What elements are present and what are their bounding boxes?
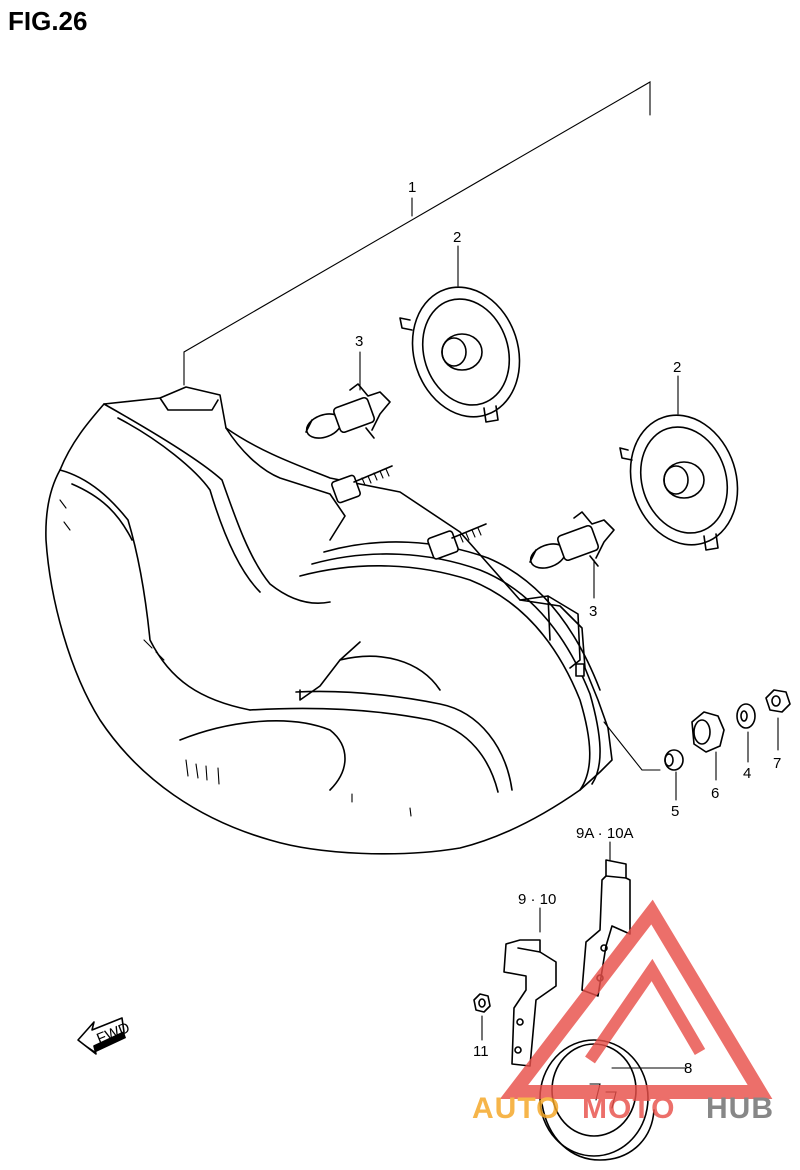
callout-2-upper: 2 (453, 229, 461, 246)
nut-part-11 (473, 993, 491, 1041)
watermark-word-moto: MOTO (582, 1092, 675, 1125)
callout-8: 8 (684, 1060, 692, 1077)
headlight-assembly (45, 386, 661, 855)
washer-part-4 (736, 703, 756, 763)
watermark-logo: AUTO MOTO HUB (472, 899, 774, 1125)
callout-bracket-1 (183, 81, 651, 386)
bulb-lower (529, 511, 615, 599)
bracket-part-9a-10a (581, 841, 631, 997)
callout-3-upper: 3 (355, 333, 363, 350)
watermark-word-hub: HUB (706, 1092, 774, 1125)
callout-4: 4 (743, 765, 751, 782)
callout-5: 5 (671, 803, 679, 820)
bulb-cover-lower (619, 375, 739, 551)
callout-6: 6 (711, 785, 719, 802)
fwd-direction-arrow: FWD (77, 1017, 132, 1055)
callout-9-10: 9 · 10 (518, 891, 556, 908)
callout-1: 1 (408, 179, 416, 196)
callout-2-lower: 2 (673, 359, 681, 376)
callout-3-lower: 3 (589, 603, 597, 620)
bulb-cover-upper (399, 245, 521, 423)
collar-part-5 (664, 749, 684, 801)
connector-nub (575, 663, 585, 677)
adjust-screw-upper (331, 465, 393, 504)
nut-part-7 (765, 689, 791, 751)
bulb-upper (305, 351, 391, 439)
watermark-word-auto: AUTO (472, 1092, 560, 1125)
callout-9a-10a: 9A · 10A (576, 825, 634, 842)
adjust-screw-lower (427, 523, 487, 560)
grommet-part-6 (691, 711, 725, 781)
callout-11: 11 (473, 1043, 489, 1060)
figure-title: FIG.26 (8, 6, 87, 36)
bracket-part-9-10 (503, 907, 557, 1067)
callout-7: 7 (773, 755, 781, 772)
